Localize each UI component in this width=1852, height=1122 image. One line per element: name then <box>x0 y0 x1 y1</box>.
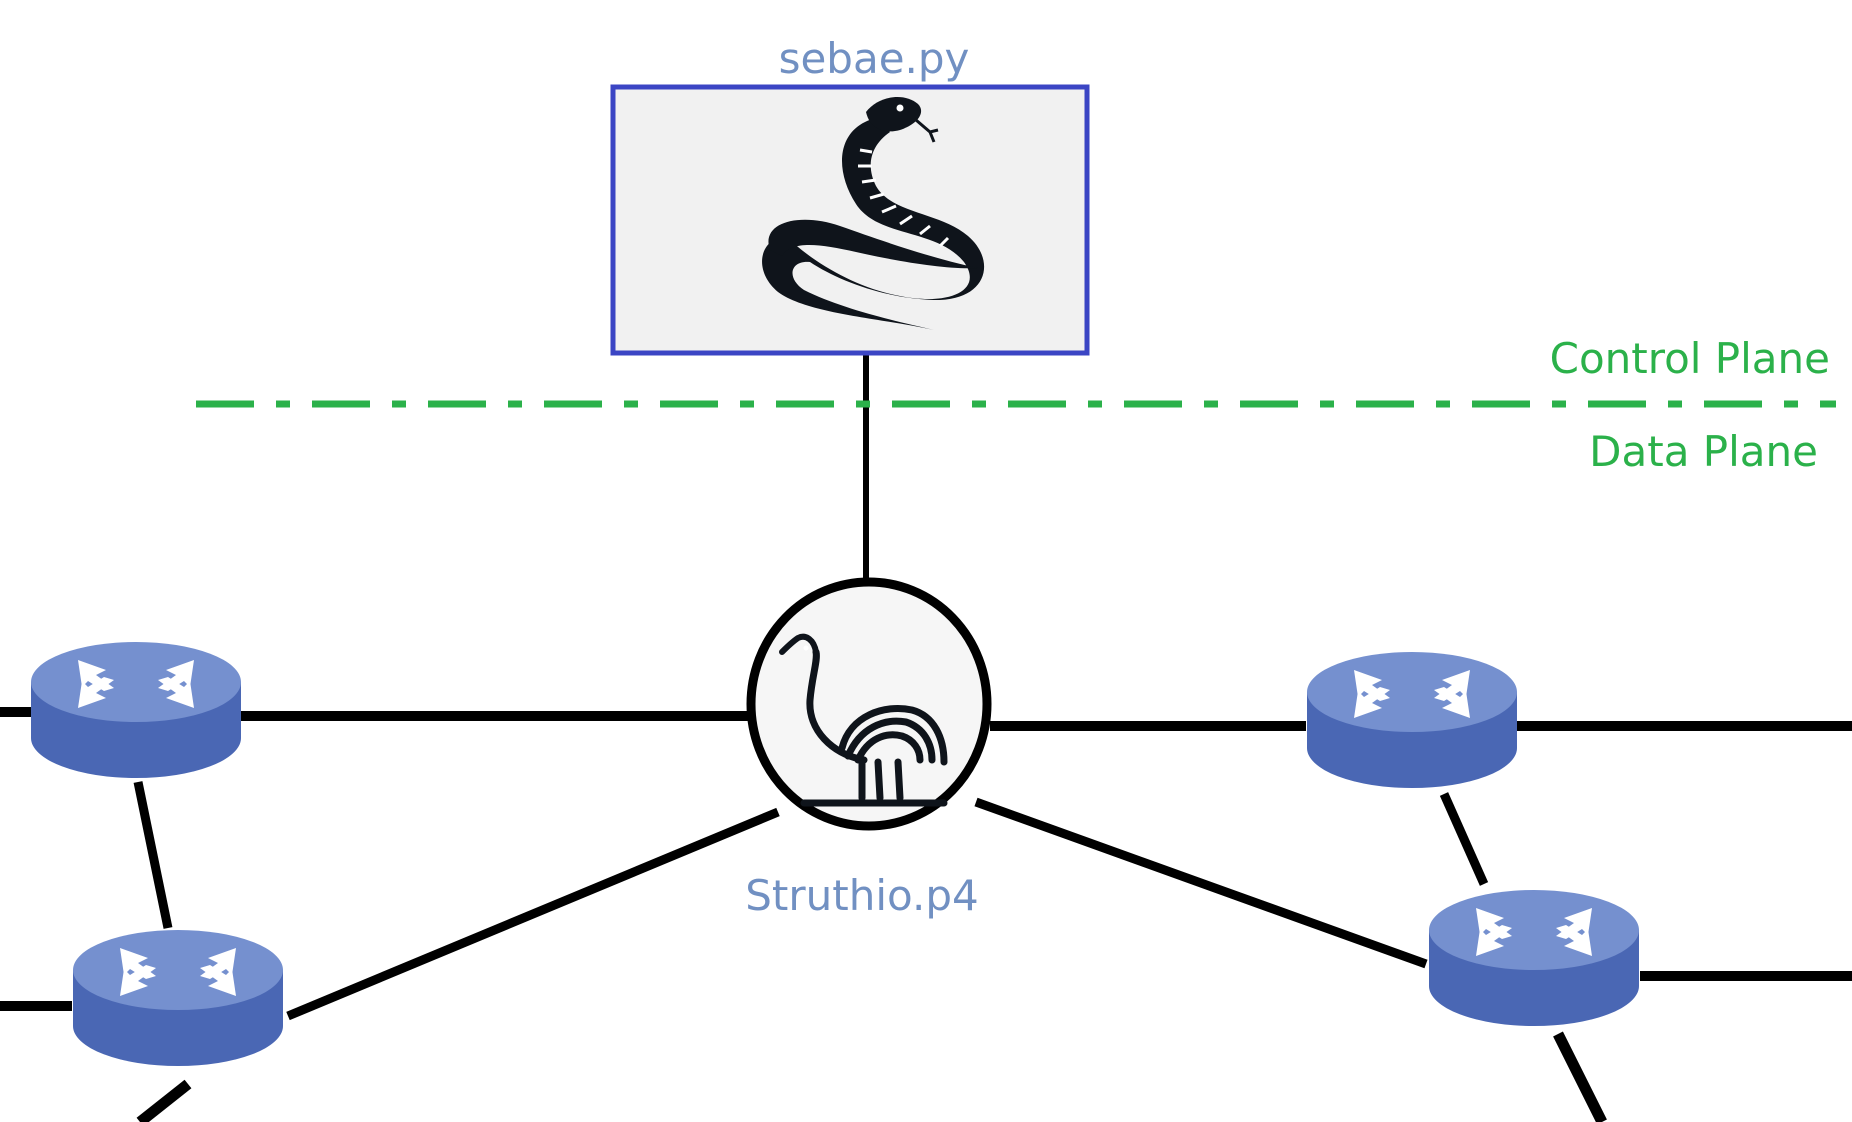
router-top-right <box>1307 652 1517 788</box>
link-router-bl-switch <box>286 807 780 1021</box>
router-bottom-left <box>73 930 283 1066</box>
router-bottom-right <box>1429 890 1639 1026</box>
router-icon <box>73 930 283 1066</box>
controller-node: sebae.py <box>610 34 1090 356</box>
switch-node: Struthio.p4 <box>745 577 992 920</box>
switch-ellipse <box>746 577 992 831</box>
link-router-bl-down <box>136 1079 192 1122</box>
link-router-br-down <box>1553 1031 1607 1122</box>
router-top-left <box>31 642 241 778</box>
link-router-tl-router-bl <box>133 781 173 929</box>
snake-icon <box>762 97 985 330</box>
link-switch-router-br <box>974 797 1428 969</box>
ostrich-icon <box>779 633 948 807</box>
switch-label: Struthio.p4 <box>745 871 978 920</box>
data-plane-label: Data Plane <box>1589 427 1818 476</box>
router-icon <box>1307 652 1517 788</box>
controller-label: sebae.py <box>779 34 970 83</box>
control-plane-label: Control Plane <box>1550 334 1830 383</box>
router-icon <box>31 642 241 778</box>
links <box>0 352 1852 1122</box>
ostrich-eye-icon <box>803 645 809 651</box>
router-icon <box>1429 890 1639 1026</box>
link-router-tr-router-br <box>1439 792 1489 886</box>
